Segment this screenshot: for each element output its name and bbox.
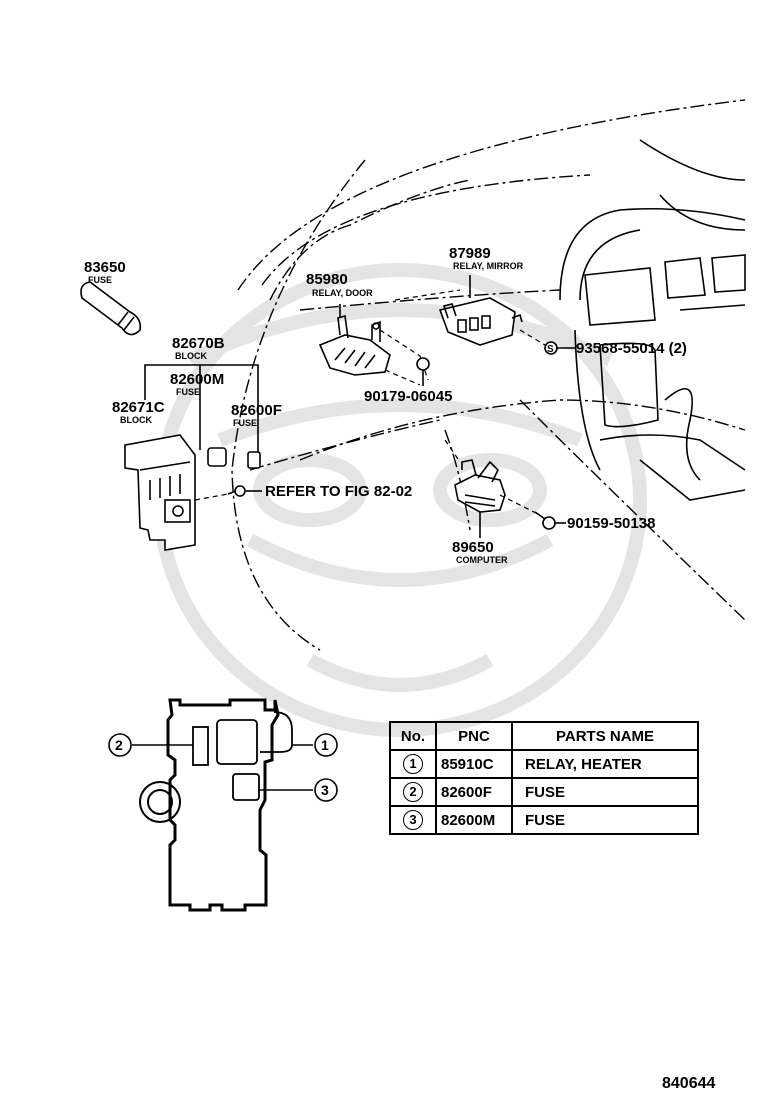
- part-90159-number: 90159-50138: [567, 515, 655, 532]
- relay-mirror-87989: [438, 297, 523, 346]
- block-82670b-bracket: [144, 364, 259, 452]
- part-85980-number: 85980: [306, 271, 348, 288]
- row-pnc: 85910C: [435, 749, 513, 779]
- header-pnc: PNC: [435, 721, 513, 751]
- detail-block-outline: [139, 698, 293, 912]
- part-82600m-name: FUSE: [176, 387, 200, 397]
- callout-2: 2: [108, 733, 132, 757]
- table-header-row: No. PNC PARTS NAME: [389, 721, 699, 751]
- callout-3-label: 3: [321, 782, 329, 798]
- part-85980-name: RELAY, DOOR: [312, 288, 373, 298]
- row-name: FUSE: [511, 805, 699, 835]
- callout-3: 3: [314, 778, 338, 802]
- marker-s-letter: S: [547, 344, 554, 355]
- part-87989-name: RELAY, MIRROR: [453, 261, 524, 271]
- fuse-82600m: [207, 447, 227, 467]
- row-no: 2: [403, 782, 423, 802]
- table-row: 2 82600F FUSE: [389, 777, 699, 807]
- nut-90179: [416, 357, 430, 371]
- part-82671c-name: BLOCK: [120, 415, 152, 425]
- part-90179-number: 90179-06045: [364, 388, 452, 405]
- bolt-icon: [194, 485, 246, 501]
- refer-note: REFER TO FIG 82-02: [265, 483, 412, 500]
- row-no: 1: [403, 754, 423, 774]
- row-pnc: 82600M: [435, 805, 513, 835]
- table-row: 1 85910C RELAY, HEATER: [389, 749, 699, 779]
- part-82600f-number: 82600F: [231, 402, 282, 419]
- part-89650-name: COMPUTER: [456, 555, 508, 565]
- table-row: 3 82600M FUSE: [389, 805, 699, 835]
- part-93568-marker: S: [544, 341, 558, 355]
- screw-icon: [534, 511, 556, 530]
- row-name: RELAY, HEATER: [511, 749, 699, 779]
- part-83650-number: 83650: [84, 259, 126, 276]
- row-no: 3: [403, 810, 423, 830]
- header-parts-name: PARTS NAME: [511, 721, 699, 751]
- dashboard-outline: [231, 99, 746, 651]
- relay-door-85980: [318, 314, 391, 376]
- part-89650-number: 89650: [452, 539, 494, 556]
- part-82670b-number: 82670B: [172, 335, 225, 352]
- figure-number: 840644: [662, 1075, 716, 1092]
- part-93568-number: 93568-55014 (2): [576, 340, 687, 357]
- callout-1-label: 1: [321, 737, 329, 753]
- parts-table: No. PNC PARTS NAME 1 85910C RELAY, HEATE…: [389, 721, 699, 835]
- part-87989-number: 87989: [449, 245, 491, 262]
- part-82600m-number: 82600M: [170, 371, 224, 388]
- part-82670b-name: BLOCK: [175, 351, 207, 361]
- junction-block-82671c: [124, 434, 196, 551]
- row-pnc: 82600F: [435, 777, 513, 807]
- part-82671c-number: 82671C: [112, 399, 165, 416]
- part-83650-name: FUSE: [88, 275, 112, 285]
- callout-1: 1: [314, 733, 338, 757]
- row-name: FUSE: [511, 777, 699, 807]
- computer-89650: [454, 459, 506, 513]
- fuse-83650: [80, 281, 142, 336]
- part-82600f-name: FUSE: [233, 418, 257, 428]
- callout-2-label: 2: [115, 737, 123, 753]
- header-no: No.: [389, 721, 437, 751]
- fuse-82600f: [247, 451, 261, 469]
